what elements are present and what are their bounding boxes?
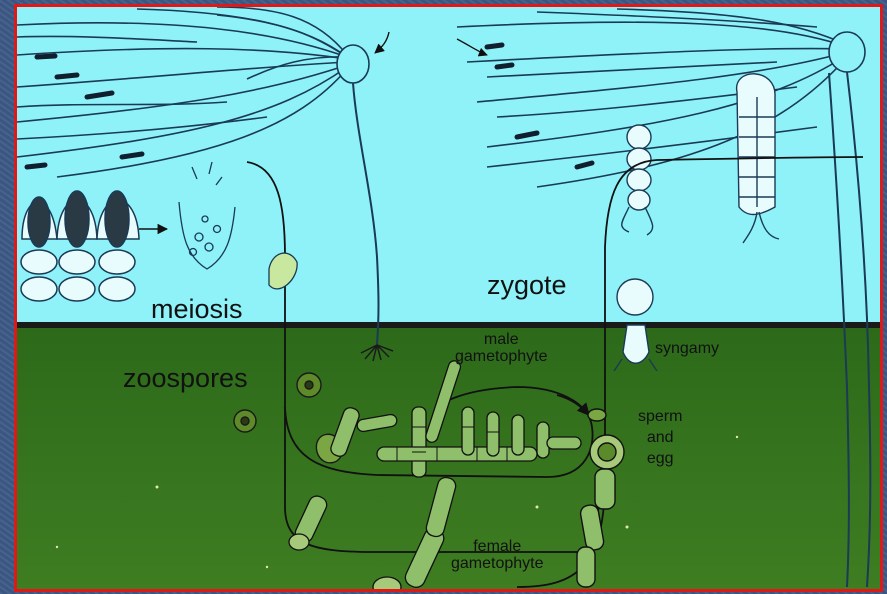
kelp-life-cycle-diagram (17, 7, 880, 589)
slide-frame: meiosis zygote zoospores male gametophyt… (14, 4, 883, 592)
label-meiosis: meiosis (151, 295, 243, 323)
label-sperm: sperm (638, 407, 682, 428)
sporangia-cells (21, 191, 139, 301)
label-male: male (455, 332, 548, 349)
label-egg: egg (638, 449, 682, 470)
label-male-gametophyte-word: gametophyte (455, 349, 548, 366)
label-and: and (638, 428, 682, 449)
label-female-gametophyte: female gametophyte (451, 539, 544, 573)
label-zygote: zygote (487, 271, 567, 299)
label-female: female (451, 539, 544, 556)
label-male-gametophyte: male gametophyte (455, 332, 548, 366)
label-female-gametophyte-word: gametophyte (451, 556, 544, 573)
label-syngamy: syngamy (655, 341, 719, 358)
label-sperm-and-egg: sperm and egg (638, 407, 682, 469)
label-zoospores: zoospores (123, 364, 248, 392)
